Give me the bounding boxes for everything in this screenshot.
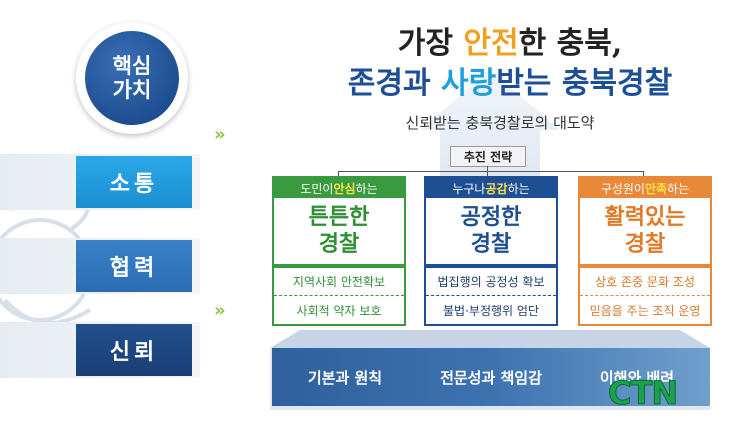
header-accent: 공감	[485, 181, 508, 196]
strategy-title-line2: 경찰	[318, 232, 360, 257]
header-accent: 만족	[644, 181, 668, 196]
core-value-badge: 핵심 가치	[76, 22, 188, 134]
tree-connector	[643, 171, 644, 176]
tree-connector	[338, 171, 339, 176]
tree-connector	[487, 171, 488, 176]
ctn-logo: CTN	[607, 374, 678, 413]
title-text: 받는 충북경찰	[496, 66, 673, 101]
main-title-line1: 가장 안전한 충북,	[300, 18, 720, 62]
header-text: 하는	[355, 181, 378, 196]
strategy-title: 활력있는 경찰	[580, 198, 710, 264]
strategy-title: 튼튼한 경찰	[274, 198, 404, 264]
header-text: 도민이	[300, 181, 334, 196]
chevron-right-icon: »	[214, 300, 225, 321]
strategy-item: 상호 존중 문화 조성	[580, 268, 710, 296]
title-text: 가장	[397, 26, 464, 61]
strategy-item: 사회적 약자 보호	[296, 303, 382, 318]
header-text: 구성원이	[600, 181, 645, 196]
strategy-title-line1: 공정한	[460, 205, 522, 230]
value-pill-trust: 신뢰	[76, 324, 192, 376]
value-pill-communication: 소통	[76, 156, 192, 208]
chevron-right-icon: »	[214, 124, 225, 145]
title-accent-text: 사랑	[441, 66, 497, 101]
strategy-title-line1: 활력있는	[604, 205, 686, 230]
foundation-item-principles: 기본과 원칙	[307, 368, 383, 387]
header-accent: 안심	[333, 181, 356, 196]
core-value-line2: 가치	[112, 78, 152, 102]
strategy-item: 불법·부정행위 엄단	[443, 303, 539, 318]
strategy-title-line2: 경찰	[470, 232, 512, 257]
foundation-bar	[272, 348, 710, 406]
tree-connector	[338, 171, 643, 172]
foundation-item-understanding: 이해와 배려	[599, 368, 675, 387]
strategy-items-safety: 지역사회 안전확보 사회적 약자 보호	[272, 266, 406, 326]
strategy-item: 지역사회 안전확보	[274, 268, 404, 296]
value-pill-cooperation: 협력	[76, 240, 192, 292]
strategy-title: 공정한 경찰	[426, 198, 556, 264]
core-value-line1: 핵심	[112, 54, 152, 78]
strategy-item: 법집행의 공정성 확보	[426, 268, 556, 296]
strategy-item: 믿음을 주는 조직 운영	[589, 303, 701, 318]
strategy-title-line1: 튼튼한	[308, 205, 370, 230]
strategy-title-line2: 경찰	[624, 232, 666, 257]
title-text: 한 충북,	[518, 26, 623, 61]
strategy-items-vitality: 상호 존중 문화 조성 믿음을 주는 조직 운영	[578, 266, 712, 326]
header-text: 하는	[507, 181, 530, 196]
tree-connector	[487, 166, 488, 172]
header-text: 하는	[667, 181, 690, 196]
strategy-label: 추진 전략	[450, 146, 526, 167]
strategy-items-fairness: 법집행의 공정성 확보 불법·부정행위 엄단	[424, 266, 558, 326]
title-text: 존경과	[347, 66, 441, 101]
subtitle: 신뢰받는 충북경찰로의 대도약	[405, 114, 595, 132]
foundation-item-expertise: 전문성과 책임감	[440, 368, 542, 387]
header-text: 누구나	[452, 181, 486, 196]
core-value-circle: 핵심 가치	[85, 31, 179, 125]
title-accent-text: 안전	[463, 26, 519, 61]
main-title-line2: 존경과 사랑받는 충북경찰	[290, 58, 730, 102]
